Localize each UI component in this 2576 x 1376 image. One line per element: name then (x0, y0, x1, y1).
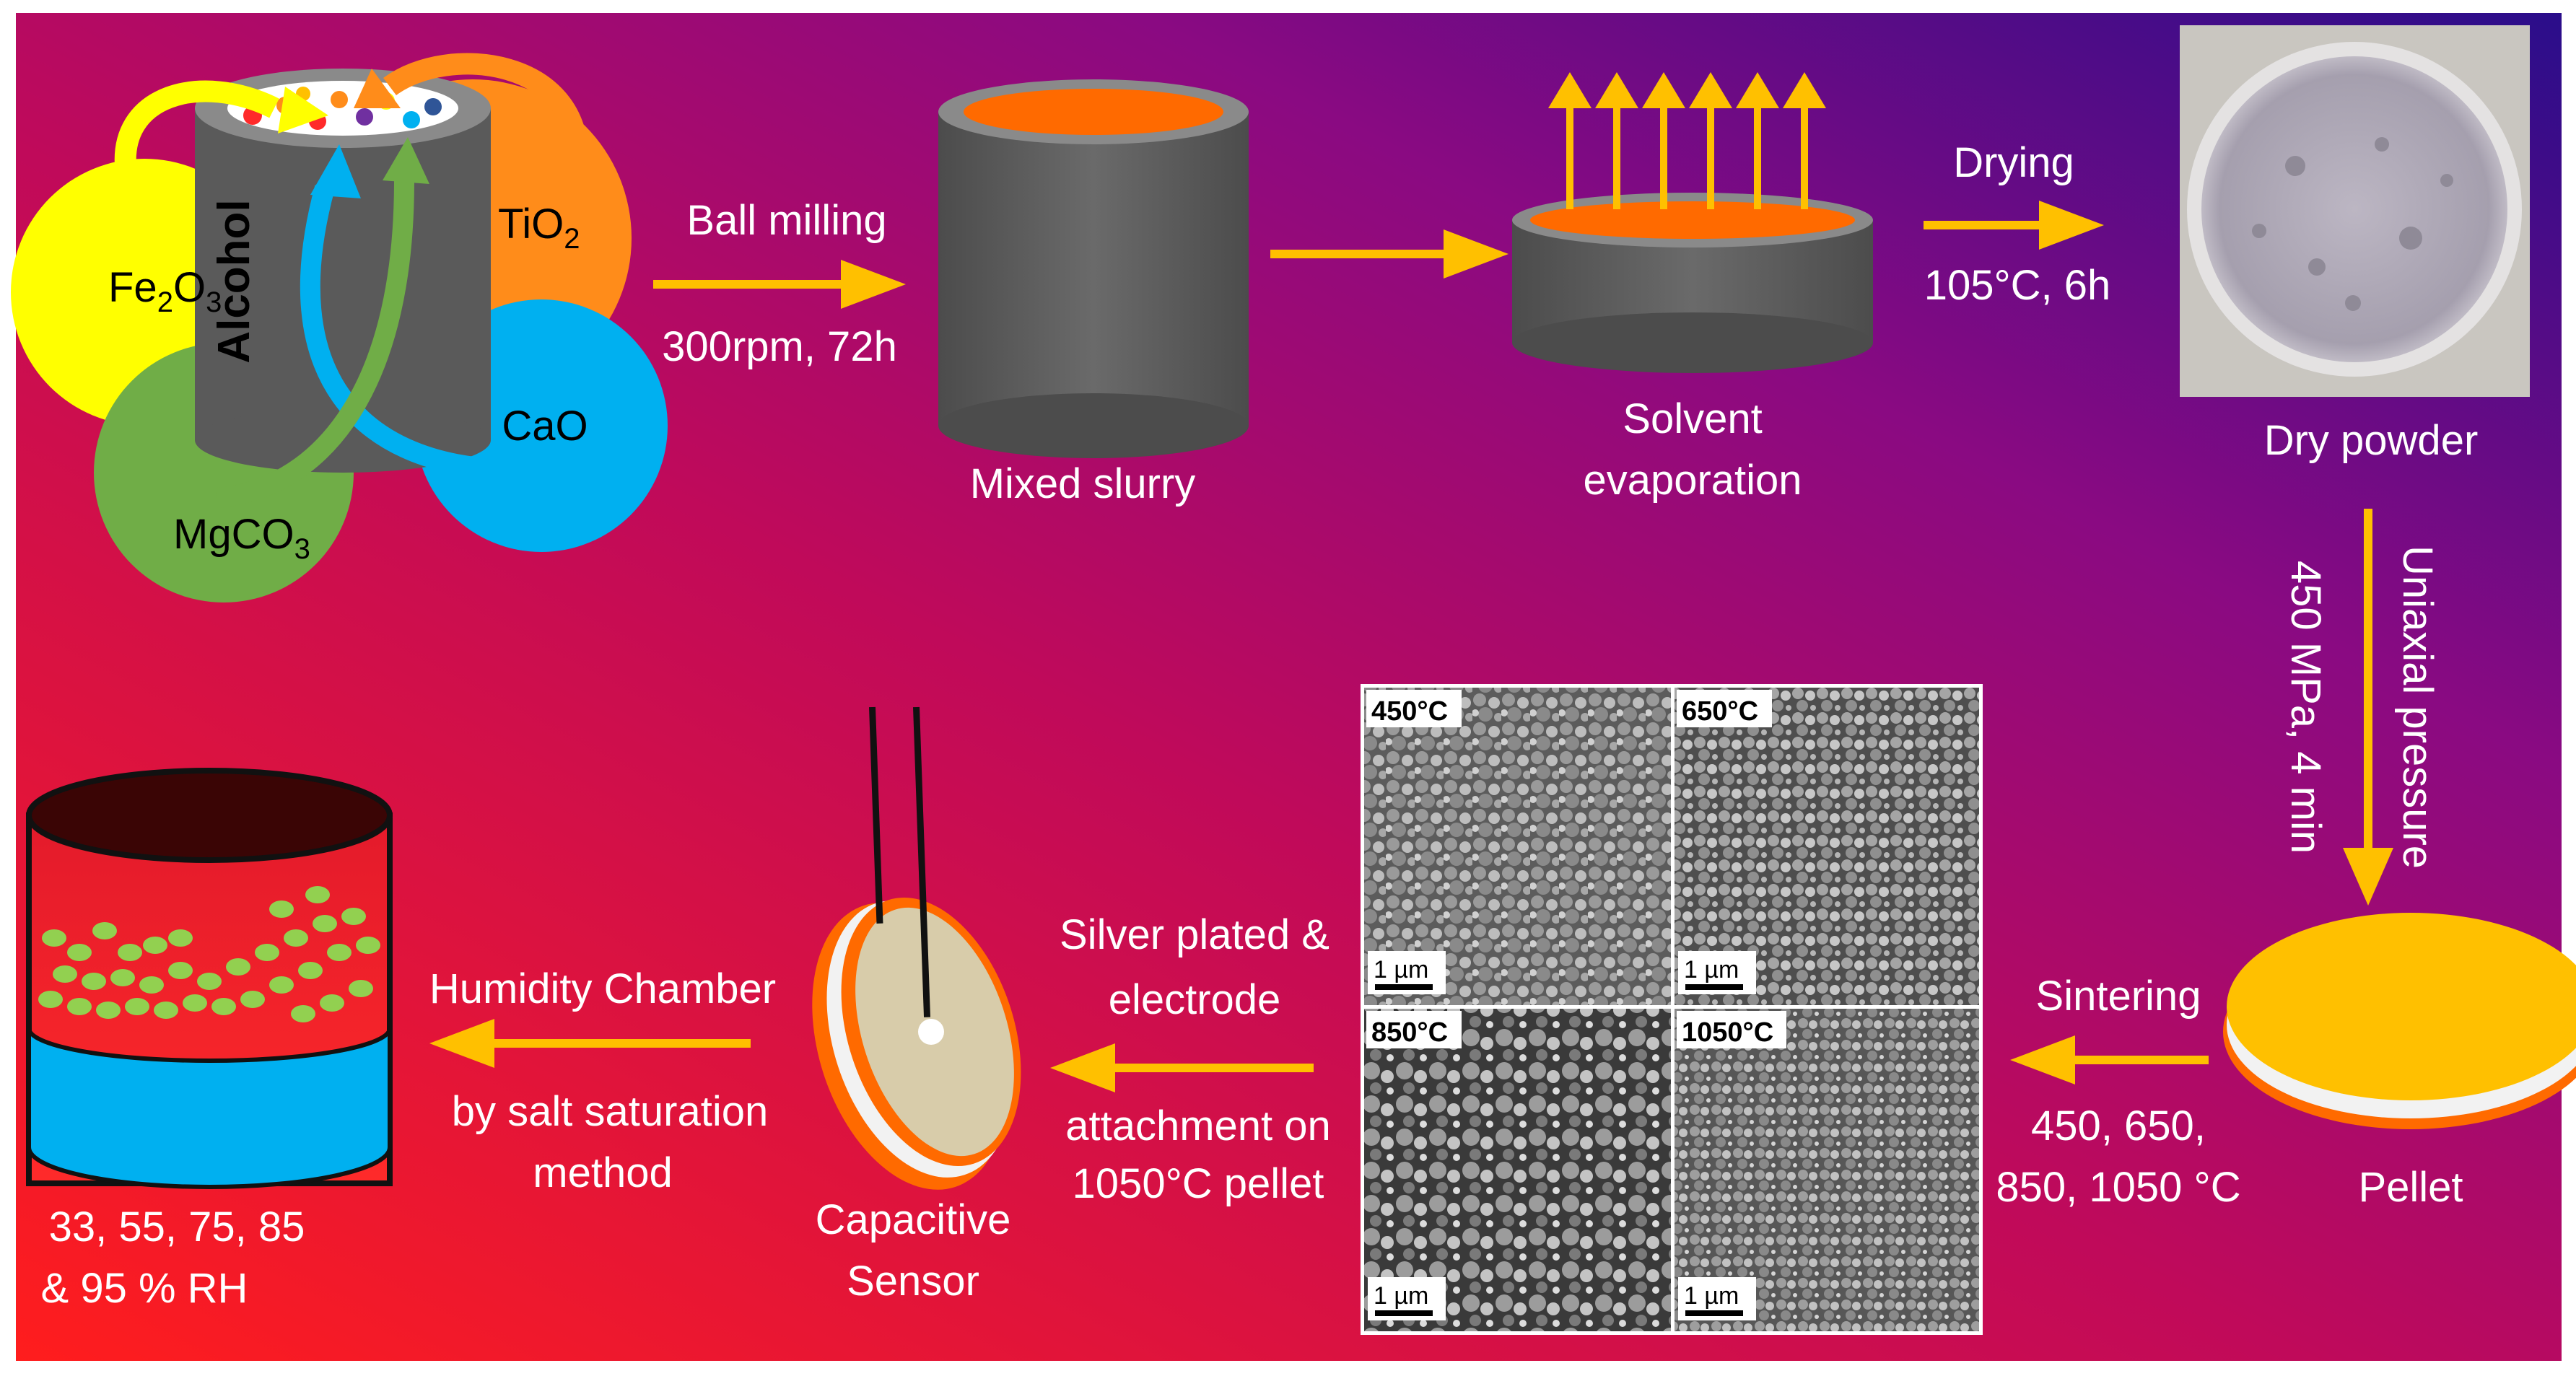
ball-milling-arrow (653, 260, 906, 309)
rh-label-line1: 33, 55, 75, 85 (49, 1204, 305, 1250)
sem-label-450: 450°C (1371, 696, 1448, 727)
vapor-arrows (1548, 72, 1826, 209)
drying-label: Drying (1953, 139, 2074, 186)
reactants-group: Alcohol Fe2O3 TiO2 CaO MgCO3 (11, 53, 668, 602)
sem-label-1050: 1050°C (1682, 1017, 1773, 1048)
pressing-label-line2: 450 MPa, 4 min (2282, 561, 2329, 854)
humidity-label-line2: by salt saturation (452, 1088, 768, 1135)
electrode-wire-1 (869, 706, 883, 924)
sintering-temps-line1: 450, 650, (2031, 1103, 2206, 1149)
tio2-label: TiO2 (498, 201, 580, 255)
sem-label-650: 650°C (1682, 696, 1758, 727)
drying-condition: 105°C, 6h (1924, 262, 2111, 309)
sem-scale-1050: 1 µm (1684, 1282, 1739, 1310)
mgco3-swirl-arrow (215, 180, 414, 508)
solvent-label-line2: evaporation (1583, 457, 1802, 504)
fe2o3-label: Fe2O3 (108, 264, 222, 318)
silver-label-line4: 1050°C pellet (1073, 1160, 1324, 1207)
mgco3-label: MgCO3 (173, 511, 310, 565)
capacitive-sensor (812, 706, 1021, 1190)
mixed-slurry-label: Mixed slurry (970, 460, 1196, 507)
slurry-to-evaporation-arrow (1270, 229, 1509, 279)
pressing-label-line1: Uniaxial pressure (2394, 545, 2441, 869)
sem-label-850: 850°C (1371, 1017, 1448, 1048)
humidity-label-line1: Humidity Chamber (429, 965, 776, 1012)
sem-micrograph-grid: 450°C 650°C 850°C 1050°C 1 µm 1 µm 1 µm … (1361, 684, 1983, 1335)
sintering-temps-line2: 850, 1050 °C (1996, 1164, 2240, 1211)
dry-powder-photo (2180, 25, 2530, 397)
ball-milling-condition: 300rpm, 72h (662, 323, 897, 370)
sensor-label-line1: Capacitive (816, 1196, 1011, 1243)
fe2o3-swirl-arrow (114, 80, 279, 175)
pressing-arrow (2343, 509, 2393, 906)
sintering-label: Sintering (2036, 973, 2201, 1020)
electrode-wire-2 (913, 706, 931, 1017)
humidity-chamber (26, 768, 393, 1189)
electrode-contact (918, 1019, 944, 1045)
tio2-swirl-arrow (383, 53, 589, 167)
sem-scale-850: 1 µm (1374, 1282, 1428, 1310)
cao-label: CaO (502, 403, 588, 450)
silver-label-line2: electrode (1109, 976, 1281, 1023)
silver-label-line3: attachment on (1065, 1103, 1331, 1149)
dry-powder-label: Dry powder (2264, 417, 2479, 464)
cao-swirl-arrow (300, 185, 499, 479)
pellet (2223, 913, 2576, 1129)
pellet-label: Pellet (2358, 1164, 2463, 1211)
evaporation-dish (1512, 193, 1873, 373)
silver-arrow (1050, 1043, 1314, 1092)
sem-scale-450: 1 µm (1374, 956, 1428, 983)
rh-label-line2: & 95 % RH (41, 1265, 248, 1312)
sensor-label-line2: Sensor (847, 1258, 979, 1305)
mixed-slurry-cylinder (938, 79, 1249, 458)
humidity-arrow (429, 1019, 751, 1068)
jar-label: Alcohol (209, 199, 259, 363)
sintering-arrow (2010, 1035, 2209, 1084)
drying-arrow (1924, 201, 2104, 250)
humidity-label-line3: method (533, 1149, 672, 1196)
solvent-label-line1: Solvent (1623, 395, 1762, 442)
ball-milling-label: Ball milling (686, 197, 886, 244)
sem-scale-650: 1 µm (1684, 956, 1739, 983)
silver-label-line1: Silver plated & (1060, 911, 1330, 958)
sample-beads (38, 886, 380, 1022)
